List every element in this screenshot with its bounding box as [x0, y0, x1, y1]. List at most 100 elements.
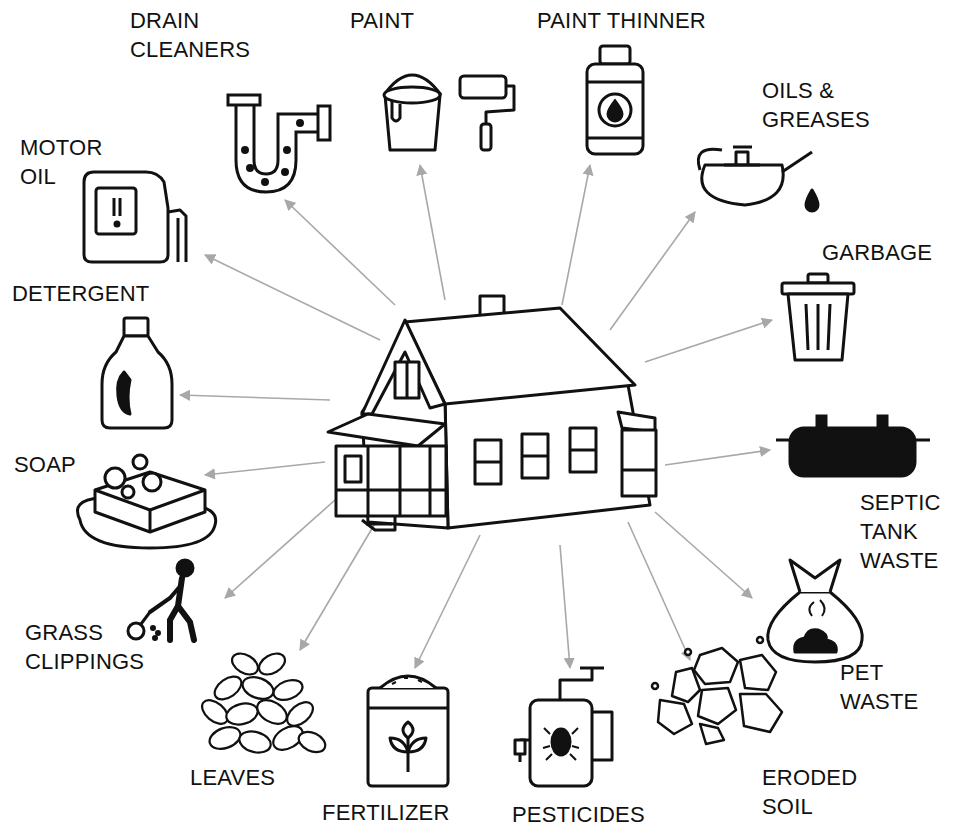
pet-waste-icon-part: [809, 600, 824, 616]
oil-can-icon-part: [736, 152, 748, 165]
arrows-part: [610, 212, 695, 330]
fertilizer-bag-icon-part: [380, 676, 436, 688]
detergent-icon-part: [118, 372, 130, 414]
fertilizer-bag-icon-part: [368, 688, 448, 786]
item-label: FERTILIZER: [322, 798, 450, 827]
pesticide-sprayer-icon-part: [580, 667, 604, 670]
grass-mower-icon-part: [152, 627, 155, 630]
oil-can-icon-part: [782, 152, 812, 172]
arrows-part: [285, 200, 395, 305]
leaves-icon-part: [207, 723, 244, 753]
paint-thinner-icon: [587, 46, 643, 154]
grass-mower-icon-part: [154, 637, 157, 640]
garbage-icon: [782, 274, 854, 360]
item-label: SOAP: [14, 450, 76, 479]
soap-icon-part: [95, 490, 205, 510]
pesticide-sprayer-icon-part: [543, 728, 579, 760]
soap-icon-part: [149, 510, 152, 532]
pesticide-sprayer-icon-part: [552, 729, 570, 755]
grass-mower-icon-part: [170, 578, 194, 640]
leaves-icon-part: [228, 649, 261, 679]
motor-oil-icon-part: [113, 198, 116, 216]
oil-can-icon-part: [806, 190, 818, 211]
grass-mower-icon-part: [128, 623, 144, 639]
eroded-soil-icon-part: [672, 668, 700, 702]
fertilizer-bag-icon-part: [392, 678, 422, 684]
item-label: OILS & GREASES: [762, 76, 874, 134]
house-part: [475, 440, 501, 484]
paint-thinner-icon-part: [599, 94, 631, 126]
detergent-icon-part: [102, 336, 172, 428]
house-part: [367, 446, 370, 516]
leaves-icon-part: [271, 676, 305, 703]
grass-mower-icon-part: [177, 560, 193, 576]
drain-pipe-icon-part: [263, 180, 268, 185]
fertilizer-bag-icon-part: [407, 736, 410, 772]
arrows-part: [225, 500, 335, 598]
arrows-part: [628, 522, 690, 660]
drain-pipe-icon-part: [283, 170, 288, 175]
arrows-part: [655, 512, 752, 598]
item-label: PESTICIDES: [512, 800, 645, 829]
arrows-part: [645, 320, 772, 362]
house-part: [345, 456, 361, 482]
motor-oil-icon-part: [119, 198, 122, 216]
drain-pipe-icon-part: [254, 105, 318, 174]
motor-oil-icon-part: [115, 222, 119, 226]
paint-icon-part: [460, 76, 506, 98]
eroded-soil-icon: [652, 637, 782, 744]
pet-waste-icon: [768, 560, 862, 662]
house-part: [395, 362, 419, 398]
leaves-icon-part: [283, 697, 318, 730]
garbage-icon-part: [828, 304, 830, 350]
paint-icon: [384, 75, 514, 150]
soap-icon-part: [143, 473, 161, 491]
pet-waste-icon-part: [790, 560, 840, 592]
soap-icon-part: [122, 486, 134, 498]
eroded-soil-icon-part: [698, 688, 736, 724]
pesticide-sprayer-icon: [515, 668, 612, 786]
oil-can-icon: [698, 147, 818, 211]
item-label: LEAVES: [190, 763, 275, 792]
pesticide-sprayer-icon-part: [515, 740, 525, 754]
motor-oil-icon-part: [84, 172, 168, 262]
oil-can-icon-part: [702, 165, 783, 205]
soap-icon-part: [105, 468, 125, 488]
eroded-soil-icon-part: [740, 694, 782, 732]
drain-pipe-icon-part: [228, 95, 260, 105]
house-part: [399, 446, 402, 516]
leaves-icon-part: [237, 728, 273, 756]
leaves-icon-part: [255, 649, 288, 679]
item-label: MOTOR OIL: [20, 133, 110, 191]
house-part: [366, 523, 392, 526]
detergent-icon: [102, 318, 172, 428]
paint-thinner-icon-part: [587, 81, 643, 84]
item-label: DETERGENT: [12, 279, 149, 308]
paint-thinner-icon-part: [600, 46, 630, 64]
garbage-icon-part: [782, 283, 854, 294]
item-label: SEPTIC TANK WASTE: [860, 488, 955, 575]
arrows-part: [415, 535, 480, 668]
pesticide-sprayer-icon-part: [530, 700, 592, 786]
eroded-soil-icon-part: [652, 683, 658, 689]
house-part: [362, 515, 395, 530]
house-part: [328, 414, 445, 446]
grass-mower-icon-part: [157, 632, 160, 635]
septic-tank-icon-part: [790, 428, 915, 476]
drain-pipe-icon-part: [248, 166, 253, 171]
house-part: [445, 385, 650, 528]
grass-mower-icon-part: [150, 584, 182, 612]
soap-icon-part: [133, 455, 147, 469]
soap-icon: [78, 455, 216, 548]
garbage-icon-part: [788, 294, 848, 360]
arrows-part: [665, 450, 770, 465]
paint-icon-part: [392, 100, 400, 121]
house-part: [522, 434, 548, 478]
eroded-soil-icon-part: [685, 649, 691, 655]
drain-pipe-icon-part: [298, 121, 303, 126]
motor-oil-icon-part: [168, 210, 186, 262]
drain-pipe-icon-part: [318, 106, 330, 140]
arrows-part: [180, 395, 330, 400]
eroded-soil-icon-part: [700, 724, 724, 744]
house-part: [406, 362, 409, 398]
